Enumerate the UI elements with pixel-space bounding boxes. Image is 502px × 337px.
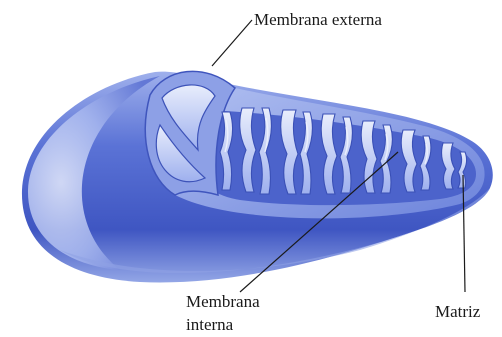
- inner-membrane-label-line1: Membrana: [186, 292, 260, 311]
- cutaway-interior: [145, 71, 484, 218]
- outer-membrane-leader: [212, 20, 252, 66]
- matrix-label: Matriz: [435, 302, 481, 321]
- outer-membrane-label: Membrana externa: [254, 10, 382, 29]
- inner-membrane-label-line2: interna: [186, 315, 234, 334]
